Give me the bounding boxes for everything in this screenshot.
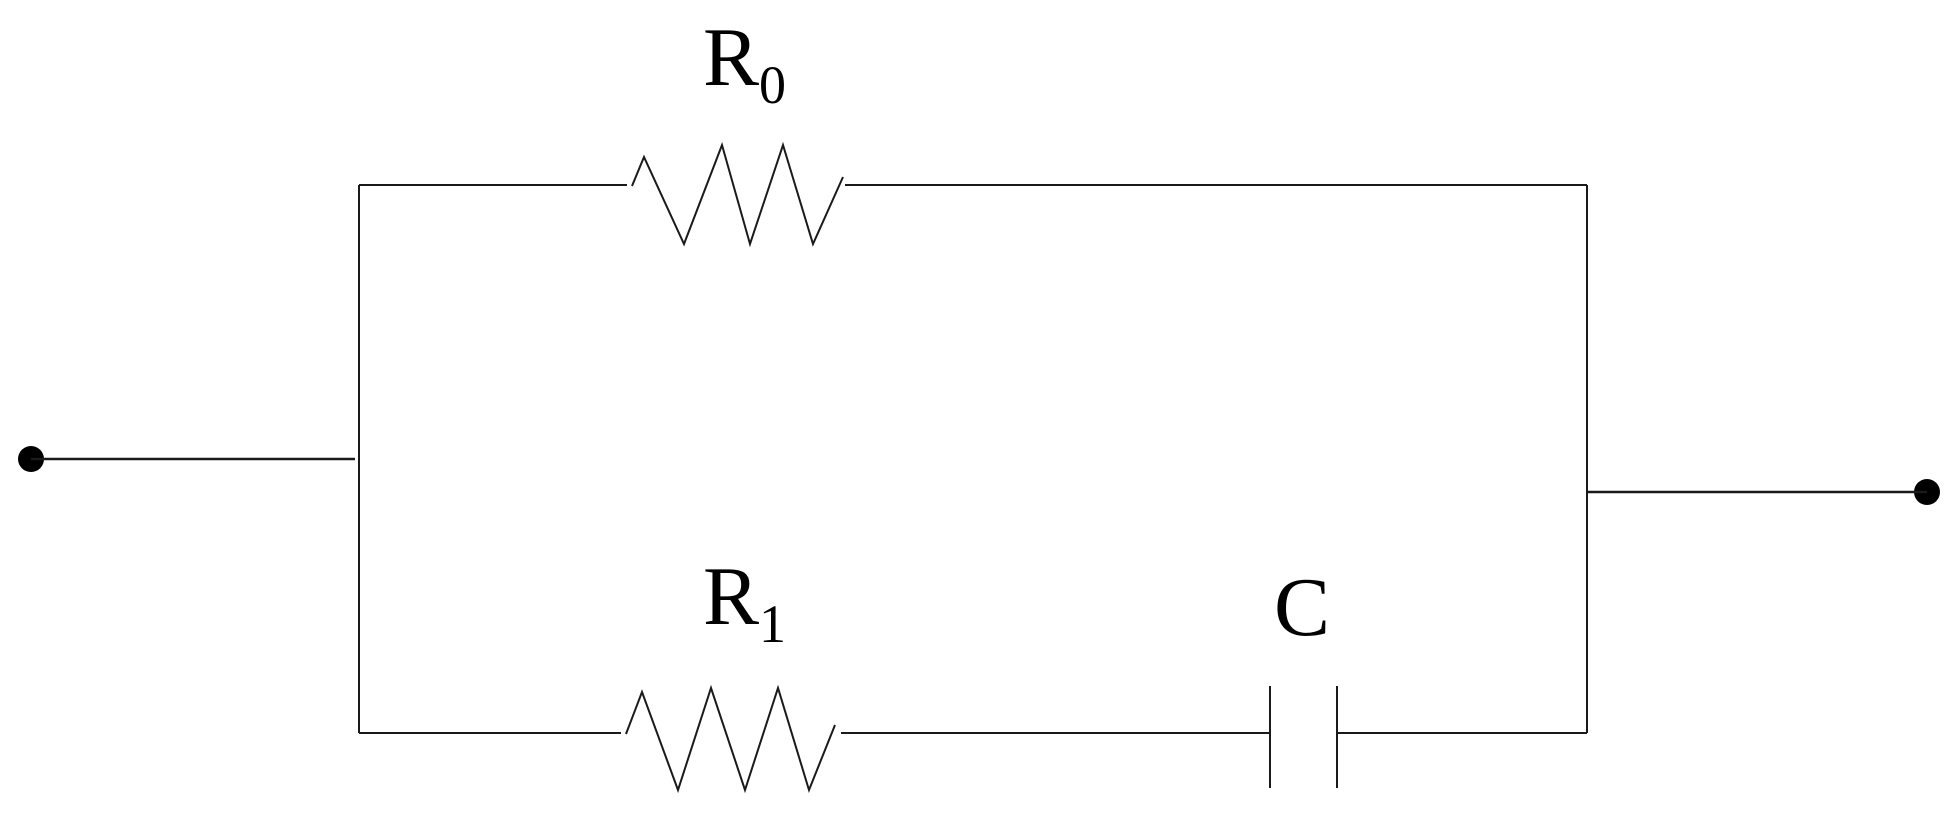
r0-label-letter: R bbox=[703, 11, 760, 104]
r1-label: R1 bbox=[703, 555, 786, 652]
r1-label-letter: R bbox=[703, 550, 760, 643]
c-label-letter: C bbox=[1274, 561, 1331, 654]
r1-label-subscript: 1 bbox=[759, 594, 787, 654]
r0-label-subscript: 0 bbox=[759, 55, 787, 115]
resistor-r1-symbol bbox=[625, 684, 836, 794]
r0-label: R0 bbox=[703, 16, 786, 113]
resistor-r0-symbol bbox=[631, 141, 844, 248]
c-label: C bbox=[1274, 566, 1330, 650]
